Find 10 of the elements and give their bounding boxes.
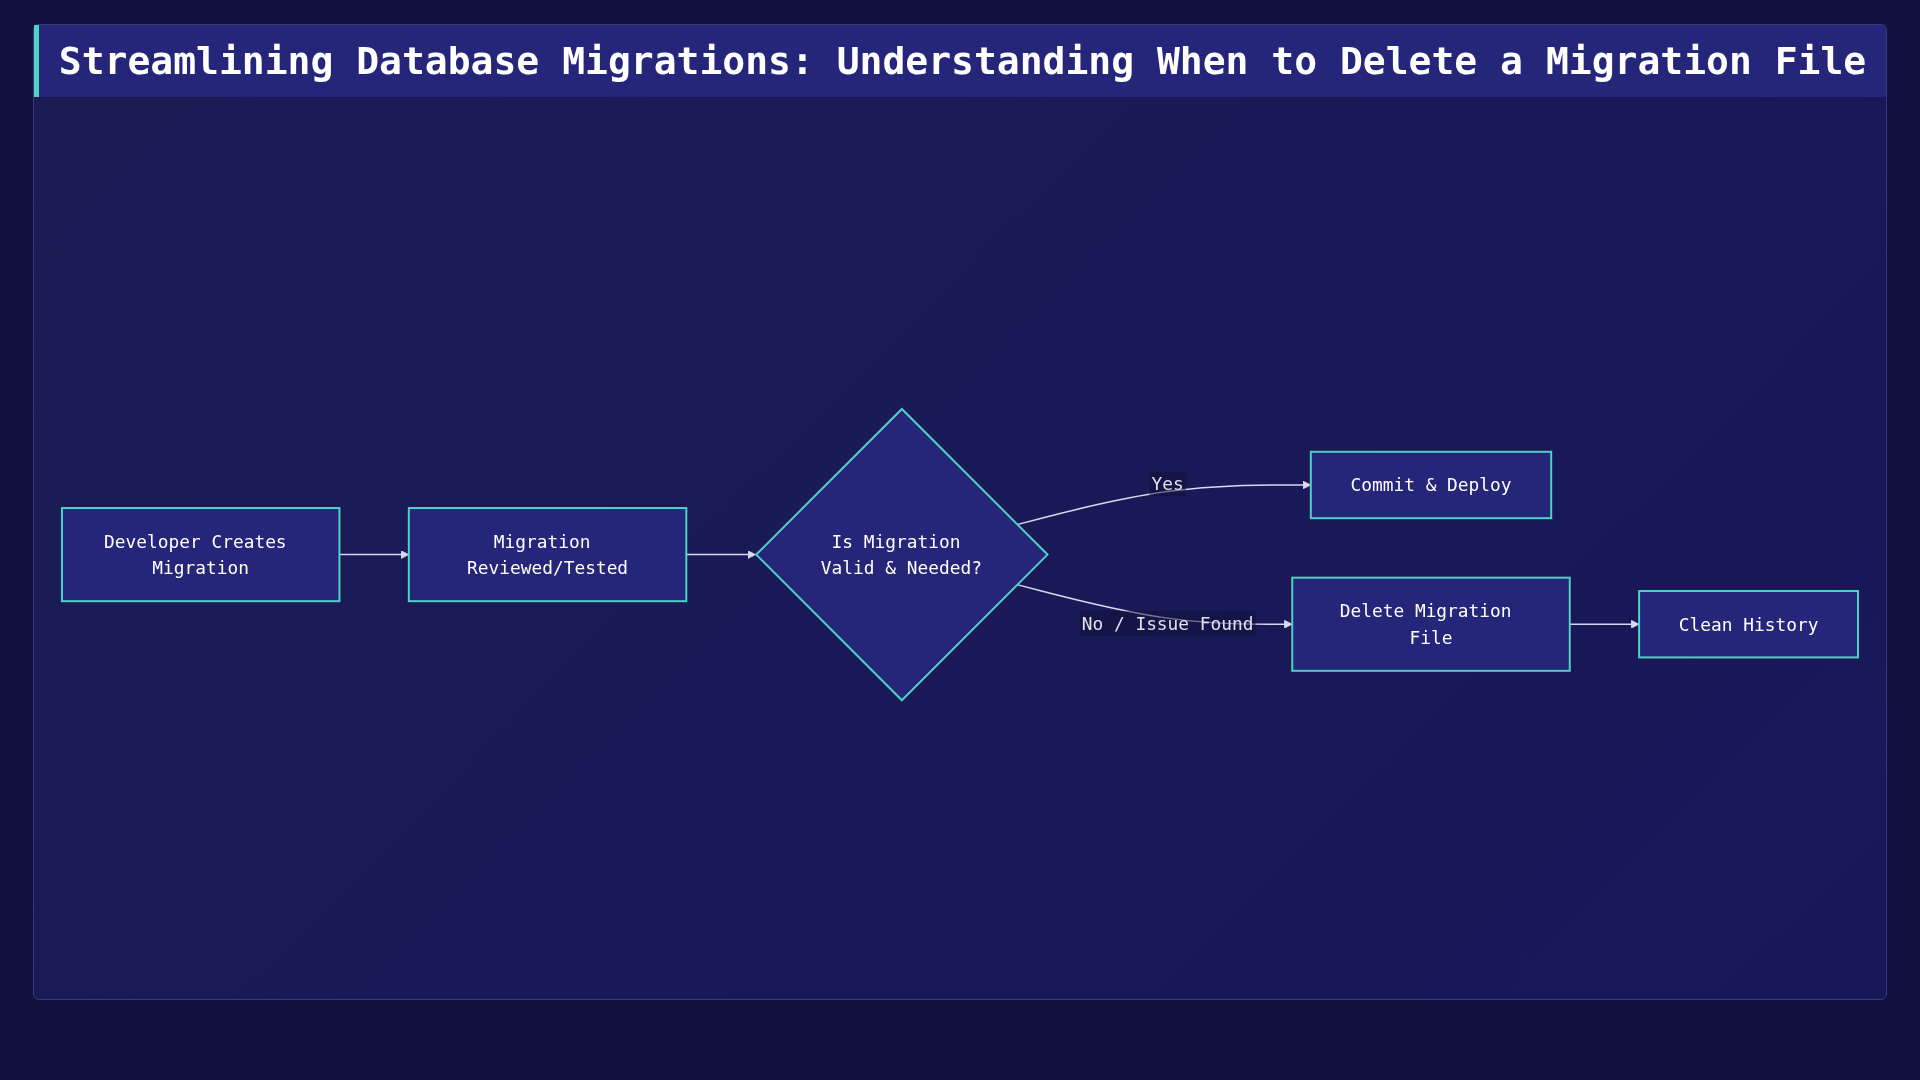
node-box: Clean History bbox=[1638, 590, 1859, 659]
diagram-title: Streamlining Database Migrations: Understanding When to Delete a Migration File bbox=[58, 38, 1867, 85]
node-box: Commit & Deploy bbox=[1309, 451, 1553, 520]
node-box: Developer Creates Migration bbox=[61, 507, 341, 603]
node-box: Migration Reviewed/Tested bbox=[407, 507, 688, 603]
node-box: Delete Migration File bbox=[1291, 577, 1571, 673]
arrow bbox=[1569, 620, 1640, 629]
edge-label: Yes bbox=[1151, 473, 1184, 495]
edge-label: No / Issue Found bbox=[1081, 613, 1254, 635]
node-diamond: Is Migration Valid & Needed? bbox=[754, 407, 1049, 703]
